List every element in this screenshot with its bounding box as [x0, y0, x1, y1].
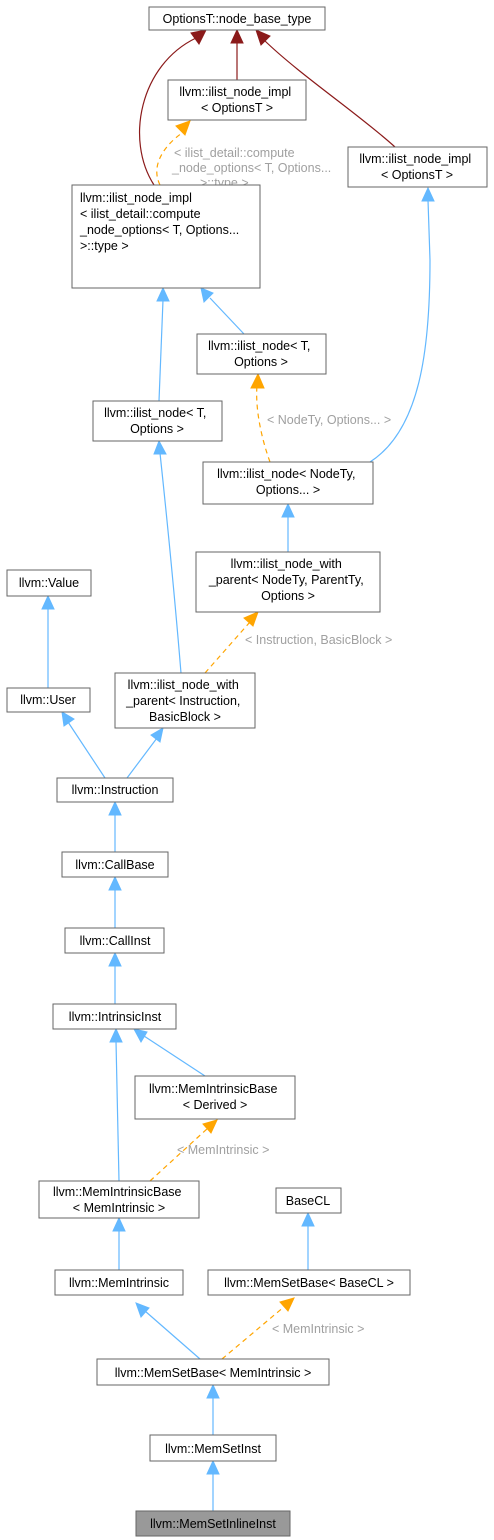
svg-text:llvm::Instruction: llvm::Instruction	[72, 783, 159, 797]
arrowhead	[250, 372, 265, 389]
svg-text:llvm::CallInst: llvm::CallInst	[80, 934, 151, 948]
svg-text:llvm::MemIntrinsic: llvm::MemIntrinsic	[69, 1276, 169, 1290]
node-memsetinlineinst-current[interactable]: llvm::MemSetInlineInst	[135, 1510, 291, 1537]
node-ilist-node-with-parent-tmpl[interactable]: llvm::ilist_node_with _parent< NodeTy, P…	[195, 551, 381, 613]
svg-text:llvm::IntrinsicInst: llvm::IntrinsicInst	[69, 1010, 162, 1024]
arrowhead	[133, 1028, 148, 1044]
arrowhead	[109, 1027, 123, 1043]
arrowhead	[301, 1211, 315, 1227]
edge-with-parent-inst-to-tmpl	[204, 621, 251, 674]
arrowhead	[281, 502, 295, 518]
edge-ilist-node-t2-to-impl-c	[209, 297, 245, 335]
svg-text:BaseCL: BaseCL	[286, 1194, 331, 1208]
svg-text:llvm::MemIntrinsicBase: llvm::MemIntrinsicBase < MemIntrinsic >	[53, 1185, 185, 1215]
edge-label-instruction-basicblock: < Instruction, BasicBlock >	[245, 633, 392, 647]
svg-text:llvm::MemSetBase< BaseCL >: llvm::MemSetBase< BaseCL >	[224, 1276, 394, 1290]
svg-text:llvm::ilist_node_with: llvm::ilist_node_with _parent< NodeTy, P…	[208, 557, 367, 603]
node-ilist-node-t-options-2[interactable]: llvm::ilist_node< T, Options >	[196, 333, 327, 375]
arrowhead	[200, 287, 214, 304]
node-basecl[interactable]: BaseCL	[275, 1187, 342, 1214]
edge-label-memintrinsic-1: < MemIntrinsic >	[177, 1143, 269, 1157]
node-callbase[interactable]: llvm::CallBase	[61, 851, 169, 878]
edge-nodety-to-impl-b	[369, 199, 431, 463]
edges	[41, 28, 435, 1511]
arrowhead	[153, 439, 167, 455]
node-callinst[interactable]: llvm::CallInst	[64, 927, 165, 954]
svg-text:llvm::Value: llvm::Value	[19, 576, 79, 590]
arrowhead	[279, 1297, 295, 1312]
arrowhead	[243, 611, 259, 627]
arrowhead	[190, 29, 207, 45]
edge-ilist-node-t-to-impl-c	[158, 299, 164, 402]
arrowhead	[255, 29, 271, 46]
node-ilist-node-impl-optionst-a[interactable]: llvm::ilist_node_impl < OptionsT >	[167, 79, 307, 121]
edge-mib-mi-to-intrinsicinst	[115, 1040, 120, 1182]
arrowhead	[175, 120, 191, 136]
arrowhead	[230, 28, 244, 44]
arrowhead	[135, 1302, 150, 1318]
node-user[interactable]: llvm::User	[6, 687, 91, 713]
node-ilist-node-impl-compute[interactable]: llvm::ilist_node_impl < ilist_detail::co…	[71, 184, 261, 289]
node-memintrinsicbase-memintrinsic[interactable]: llvm::MemIntrinsicBase < MemIntrinsic >	[38, 1180, 200, 1219]
node-ilist-node-nodety[interactable]: llvm::ilist_node< NodeTy, Options... >	[202, 461, 374, 505]
svg-text:llvm::ilist_node_impl: llvm::ilist_node_impl < OptionsT >	[179, 85, 294, 115]
edge-memsetbase-mi-to-memintrinsic	[144, 1310, 201, 1360]
edge-label-compute-options: < ilist_detail::compute _node_options< T…	[171, 146, 335, 190]
arrowhead	[108, 800, 122, 816]
edge-labels: < ilist_detail::compute _node_options< T…	[171, 146, 392, 1336]
svg-text:llvm::MemSetBase< MemIntrinsic: llvm::MemSetBase< MemIntrinsic >	[115, 1366, 312, 1380]
edge-mib-derived-to-intrinsicinst	[143, 1035, 206, 1077]
node-memsetbase-memintrinsic[interactable]: llvm::MemSetBase< MemIntrinsic >	[96, 1358, 330, 1386]
node-ilist-node-t-options[interactable]: llvm::ilist_node< T, Options >	[92, 400, 223, 442]
arrowhead	[61, 711, 75, 727]
svg-text:llvm::ilist_node_with: llvm::ilist_node_with _parent< Instructi…	[125, 678, 244, 724]
edge-impl-c-to-impl-a	[156, 132, 183, 186]
edge-label-memintrinsic-2: < MemIntrinsic >	[272, 1322, 364, 1336]
node-memintrinsic[interactable]: llvm::MemIntrinsic	[54, 1269, 184, 1296]
arrowhead	[421, 186, 435, 202]
edge-instruction-to-user	[67, 721, 106, 779]
edge-instruction-to-with-parent-inst	[126, 737, 158, 779]
arrowhead	[156, 286, 170, 302]
svg-text:llvm::ilist_node< T, O: llvm::ilist_node< T, Options >	[208, 339, 314, 369]
node-options-base-type[interactable]: OptionsT::node_base_type	[148, 6, 326, 31]
arrowhead	[41, 594, 55, 610]
edge-mib-mi-to-mib-derived	[149, 1127, 209, 1182]
arrowhead	[206, 1459, 220, 1475]
edge-impl-c-to-options-base	[139, 37, 197, 186]
arrowhead	[112, 1216, 126, 1232]
edge-label-nodety-options: < NodeTy, Options... >	[267, 413, 391, 427]
edge-impl-b-to-options-base	[263, 39, 396, 148]
node-instruction[interactable]: llvm::Instruction	[56, 777, 174, 803]
node-ilist-node-impl-optionst-b[interactable]: llvm::ilist_node_impl < OptionsT >	[347, 146, 488, 188]
edge-memsetbase-mi-to-memsetbase-basecl	[221, 1305, 286, 1360]
svg-text:llvm::ilist_node_impl: llvm::ilist_node_impl < OptionsT >	[359, 152, 474, 182]
node-value[interactable]: llvm::Value	[6, 569, 92, 597]
arrowhead	[108, 951, 122, 967]
node-memsetbase-basecl[interactable]: llvm::MemSetBase< BaseCL >	[207, 1269, 411, 1296]
arrowhead	[150, 726, 164, 743]
svg-text:llvm::ilist_node< NodeTy,: llvm::ilist_node< NodeTy, Options... >	[217, 467, 359, 497]
node-ilist-node-with-parent-instruction[interactable]: llvm::ilist_node_with _parent< Instructi…	[114, 672, 256, 729]
svg-text:llvm::User: llvm::User	[20, 693, 76, 707]
svg-text:llvm::CallBase: llvm::CallBase	[75, 858, 154, 872]
arrowhead	[206, 1383, 220, 1399]
nodes: OptionsT::node_base_type llvm::ilist_nod…	[6, 6, 488, 1537]
node-memsetinst[interactable]: llvm::MemSetInst	[149, 1434, 277, 1462]
arrowhead	[108, 875, 122, 891]
svg-text:llvm::MemIntrinsicBase: llvm::MemIntrinsicBase < Derived >	[149, 1082, 281, 1112]
node-memintrinsicbase-derived[interactable]: llvm::MemIntrinsicBase < Derived >	[134, 1075, 296, 1120]
edge-with-parent-inst-to-ilist-node-t	[159, 452, 182, 674]
arrowhead	[202, 1119, 218, 1134]
node-intrinsicinst[interactable]: llvm::IntrinsicInst	[52, 1003, 177, 1030]
svg-text:llvm::MemSetInst: llvm::MemSetInst	[165, 1442, 261, 1456]
svg-text:OptionsT::node_base_type: OptionsT::node_base_type	[163, 12, 312, 26]
svg-text:llvm::MemSetInlineInst: llvm::MemSetInlineInst	[150, 1517, 276, 1531]
svg-text:llvm::ilist_node_impl: llvm::ilist_node_impl < ilist_detail::co…	[79, 191, 243, 253]
svg-text:llvm::ilist_node< T, O: llvm::ilist_node< T, Options >	[104, 406, 210, 436]
edge-nodety-to-t2	[256, 384, 271, 463]
